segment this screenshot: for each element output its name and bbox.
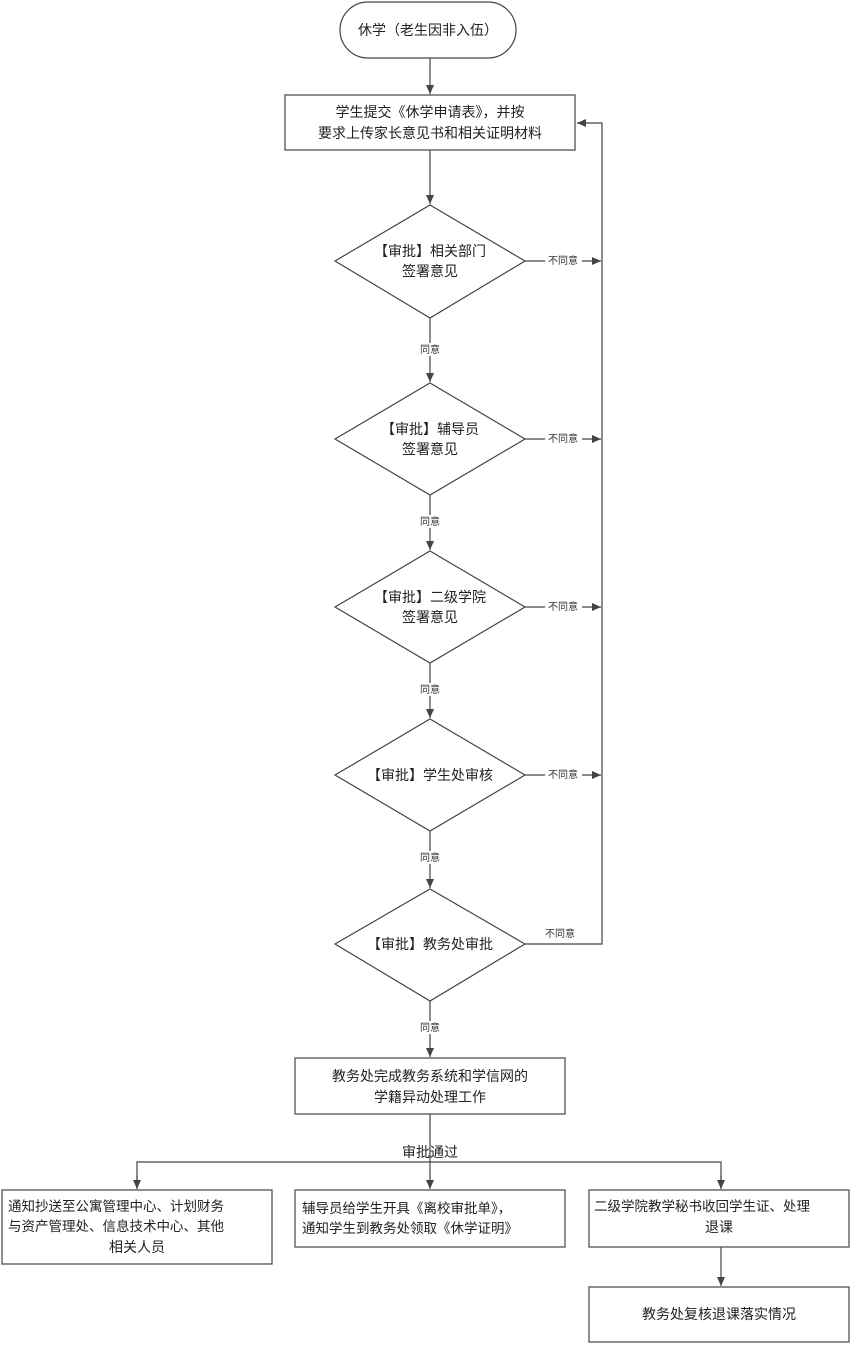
final-box: 教务处复核退课落实情况 <box>588 1286 850 1343</box>
approval-label: 签署意见 <box>402 609 458 626</box>
counselor-line: 通知学生到教务处领取《休学证明》 <box>302 1220 518 1237</box>
approval-label: 【审批】教务处审批 <box>367 937 493 953</box>
approval-label: 【审批】相关部门 <box>374 244 486 260</box>
approve-label: 同意 <box>420 851 440 864</box>
counselor-line: 辅导员给学生开具《离校审批单》， <box>302 1200 511 1217</box>
approval-label: 签署意见 <box>402 441 458 458</box>
approve-label: 同意 <box>420 343 440 356</box>
approval-diamond-dept: 【审批】相关部门 签署意见 <box>333 204 527 319</box>
college-box: 二级学院教学秘书收回学生证、处理 退课 <box>588 1189 850 1248</box>
branch-label: 审批通过 <box>402 1145 458 1161</box>
process-box: 教务处完成教务系统和学信网的 学籍异动处理工作 <box>294 1057 566 1115</box>
approve-label: 同意 <box>420 1021 440 1034</box>
submit-box: 学生提交《休学申请表》，并按 要求上传家长意见书和相关证明材料 <box>284 94 576 151</box>
approval-diamond-college: 【审批】二级学院 签署意见 <box>333 550 527 664</box>
reject-label: 不同意 <box>548 254 578 267</box>
approve-label: 同意 <box>420 683 440 696</box>
reject-label: 不同意 <box>545 927 575 940</box>
approval-label: 【审批】学生处审核 <box>367 768 493 784</box>
approval-label: 【审批】二级学院 <box>374 590 486 606</box>
approval-label: 签署意见 <box>402 263 458 280</box>
process-line-1: 教务处完成教务系统和学信网的 <box>332 1069 528 1085</box>
process-line-2: 学籍异动处理工作 <box>374 1089 486 1106</box>
final-label: 教务处复核退课落实情况 <box>642 1306 796 1323</box>
reject-return-line <box>525 119 603 945</box>
start-terminal: 休学（老生因非入伍） <box>339 1 517 59</box>
reject-label: 不同意 <box>548 600 578 613</box>
approve-label: 同意 <box>420 515 440 528</box>
college-line: 二级学院教学秘书收回学生证、处理 <box>594 1199 810 1215</box>
notify-line: 通知抄送至公寓管理中心、计划财务 <box>8 1198 224 1215</box>
start-label: 休学（老生因非入伍） <box>358 23 498 39</box>
counselor-box: 辅导员给学生开具《离校审批单》， 通知学生到教务处领取《休学证明》 <box>294 1189 566 1248</box>
college-line: 退课 <box>705 1220 733 1236</box>
approval-diamond-academic-affairs: 【审批】教务处审批 <box>333 888 527 1002</box>
reject-label: 不同意 <box>548 768 578 781</box>
notify-box: 通知抄送至公寓管理中心、计划财务 与资产管理处、信息技术中心、其他 相关人员 <box>1 1189 273 1265</box>
approval-label: 【审批】辅导员 <box>381 422 479 438</box>
approval-diamond-counselor: 【审批】辅导员 签署意见 <box>333 382 527 496</box>
submit-line-1: 学生提交《休学申请表》，并按 <box>336 104 525 121</box>
submit-line-2: 要求上传家长意见书和相关证明材料 <box>318 125 542 142</box>
notify-line: 与资产管理处、信息技术中心、其他 <box>8 1218 224 1235</box>
reject-label: 不同意 <box>548 432 578 445</box>
branch-line <box>136 1161 722 1189</box>
notify-line: 相关人员 <box>109 1240 165 1256</box>
approval-diamond-student-affairs: 【审批】学生处审核 <box>333 718 527 832</box>
